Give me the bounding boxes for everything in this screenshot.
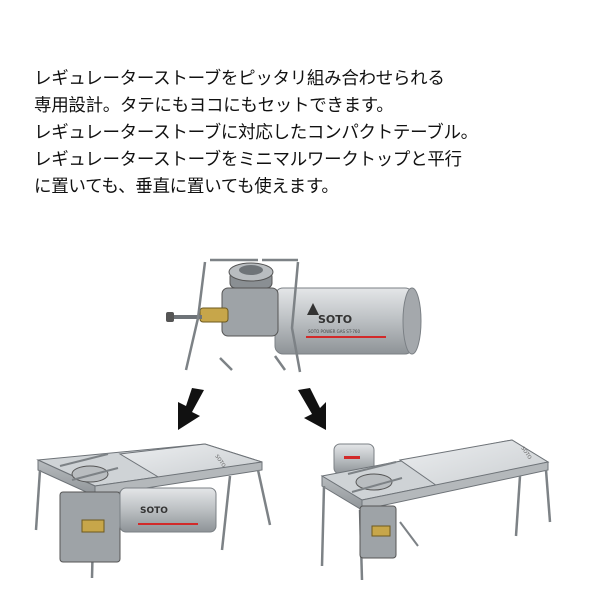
product-description: レギュレーターストーブをピッタリ組み合わせられる 専用設計。タテにもヨコにもセッ… [34,66,584,201]
gas-canister: SOTO SOTO POWER GAS ST-760 [274,287,422,355]
description-line: レギュレーターストーブをミニマルワークトップと平行 [34,150,462,170]
description-line: レギュレーターストーブに対応したコンパクトテーブル。 [34,123,478,143]
table-vertical-setup: SOTO [320,439,552,581]
canister-sublabel: SOTO POWER GAS ST-760 [308,329,360,334]
burner [166,262,279,337]
table-parallel-setup: SOTO SOTO [34,443,272,579]
canister-brand: SOTO [140,506,168,516]
description-line: レギュレーターストーブをピッタリ組み合わせられる [34,69,445,89]
canister-brand: SOTO [318,313,352,326]
description-line: に置いても、垂直に置いても使えます。 [34,177,339,197]
soto-logo-icon [307,303,319,315]
arrow-down-left-icon [178,388,204,430]
stove-standalone: SOTO SOTO POWER GAS ST-760 [166,258,422,373]
description-line: 専用設計。タテにもヨコにもセットできます。 [34,96,394,116]
arrow-down-right-icon [298,388,326,430]
product-illustration: SOTO SOTO POWER GAS ST-760 [34,258,552,581]
pot-support [184,258,302,373]
